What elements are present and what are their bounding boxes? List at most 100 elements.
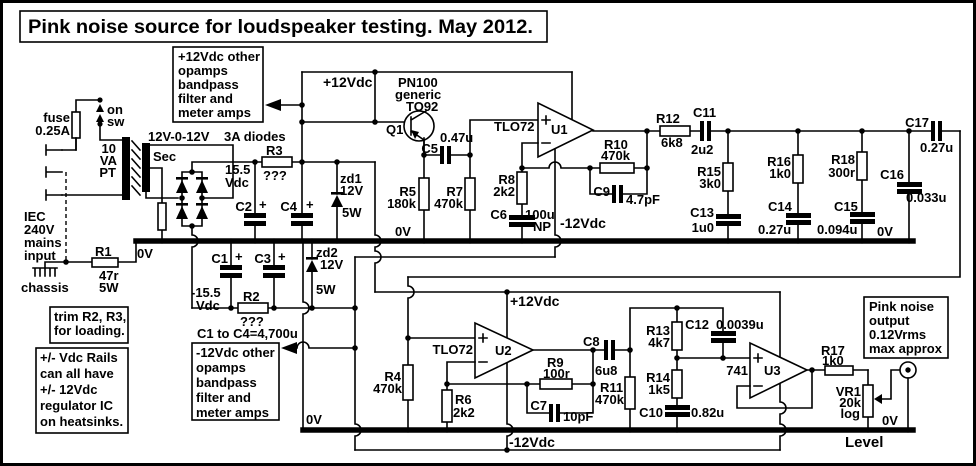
zd1-val: 12V xyxy=(340,183,363,198)
u3-part: 741 xyxy=(726,363,748,378)
r3-val: ??? xyxy=(263,168,287,183)
c14-val: 0.27u xyxy=(758,222,791,237)
q1-symbol xyxy=(409,109,428,156)
n12-u1-label: -12Vdc xyxy=(560,215,606,231)
resistor-r2 xyxy=(237,302,269,314)
vr1-ref: VR1 xyxy=(836,384,861,399)
c15-ref: C15 xyxy=(834,199,858,214)
0v-label: 0V xyxy=(877,224,893,239)
cap-c6 xyxy=(509,222,535,227)
c5-val: 0.47u xyxy=(440,130,473,145)
u2-power-wires xyxy=(506,291,514,451)
c3-polarity: + xyxy=(278,249,286,264)
resistor-r16 xyxy=(792,154,804,184)
output-stage xyxy=(862,361,917,431)
u1-ref: U1 xyxy=(551,122,568,137)
r14-val: 1k5 xyxy=(648,382,670,397)
u1-part: TLO72 xyxy=(494,119,534,134)
cap-c10 xyxy=(665,412,690,417)
c12-ref: C12 xyxy=(685,317,709,332)
r12-val: 6k8 xyxy=(661,135,683,150)
switch-icon xyxy=(96,104,104,112)
level-label: Level xyxy=(845,434,883,451)
switch-wire xyxy=(99,123,123,141)
cap-note: C1 to C4=4,700u xyxy=(197,326,298,341)
page-title: Pink noise source for loudspeaker testin… xyxy=(28,17,533,38)
core-laminations xyxy=(130,139,142,197)
zd2-val: 12V xyxy=(320,257,343,272)
note-line: Pink noise xyxy=(869,299,934,314)
note-line: output xyxy=(869,313,910,328)
r1-extra: 5W xyxy=(99,280,119,295)
r1-val: 47r xyxy=(99,268,119,283)
secondary-label: Sec xyxy=(153,149,176,164)
resistor-r15 xyxy=(722,162,734,192)
cap-c3 xyxy=(263,273,285,278)
c11-val: 2u2 xyxy=(691,142,713,157)
c13-ref: C13 xyxy=(690,205,714,220)
zd2-ref: zd2 xyxy=(316,245,338,260)
q1-ref: Q1 xyxy=(386,122,403,137)
u2-part: TLO72 xyxy=(433,342,473,357)
tx-label: PT xyxy=(99,165,116,180)
resistor-r9 xyxy=(539,378,573,390)
note-line: filter and xyxy=(178,91,233,106)
note-line: bandpass xyxy=(196,375,257,390)
0v-label: 0V xyxy=(306,412,322,427)
c4-ref: C4 xyxy=(280,199,297,214)
winding-label: 12V-0-12V xyxy=(148,129,210,144)
p12-downfeed xyxy=(374,161,382,293)
note-rails: +/- Vdc Rails can all have +/- 12Vdc reg… xyxy=(35,347,129,434)
cap-c1 xyxy=(220,273,242,278)
opamp-u2 xyxy=(474,321,535,380)
c16-val: 0.033u xyxy=(906,190,947,205)
c14-ref: C14 xyxy=(768,199,793,214)
tx-label: 10 xyxy=(102,141,116,156)
amp-u3 xyxy=(629,291,869,451)
note-line: meter amps xyxy=(196,405,269,420)
note-line: opamps xyxy=(178,63,228,78)
resistor-r3 xyxy=(261,156,293,168)
r4-ref: R4 xyxy=(384,369,401,384)
r17-val: 1k0 xyxy=(822,353,844,368)
zener-zd2 xyxy=(306,260,318,272)
resistor-r10 xyxy=(599,162,635,174)
r2-ref: R2 xyxy=(243,289,260,304)
zd1-extra: 5W xyxy=(342,205,362,220)
u2-ref: U2 xyxy=(495,343,512,358)
resistor-r4 xyxy=(402,364,414,401)
r5-ref: R5 xyxy=(399,184,416,199)
c13-val: 1u0 xyxy=(692,220,714,235)
power-rails xyxy=(133,71,961,451)
diode xyxy=(176,177,208,219)
iec-label: 240V xyxy=(24,222,55,237)
vpos-label: Vdc xyxy=(225,175,249,190)
u1-power-wires xyxy=(554,71,573,258)
r16-ref: R16 xyxy=(767,154,791,169)
fuse-label: fuse xyxy=(43,110,70,125)
resistor-r1 xyxy=(91,257,119,268)
bridge-outputs xyxy=(191,161,376,309)
c16-ref: C16 xyxy=(880,167,904,182)
iec-label: mains xyxy=(24,235,62,250)
transformer xyxy=(122,137,234,242)
note-line: filter and xyxy=(196,390,251,405)
q1-pkg: TO92 xyxy=(406,99,438,114)
r14-ref: R14 xyxy=(646,370,671,385)
note-line: 0.12Vrms xyxy=(869,327,926,342)
wiper-to-jack-wire xyxy=(881,369,901,400)
c7-loop xyxy=(526,349,594,414)
c9-val: 4.7pF xyxy=(626,192,660,207)
chassis-ground-icon xyxy=(32,267,58,277)
note-supply-neg: -12Vdc other opamps bandpass filter and … xyxy=(191,342,280,421)
cap-c15 xyxy=(850,219,875,224)
n12-bot-label: -12Vdc xyxy=(509,434,555,450)
cap-c7 xyxy=(556,404,560,422)
c8-val: 6u8 xyxy=(595,363,617,378)
c2-ref: C2 xyxy=(235,199,252,214)
cap-c2 xyxy=(244,221,266,226)
cap-c8 xyxy=(611,340,615,360)
cap-c11 xyxy=(707,121,711,141)
u3-power-wires xyxy=(779,291,787,451)
